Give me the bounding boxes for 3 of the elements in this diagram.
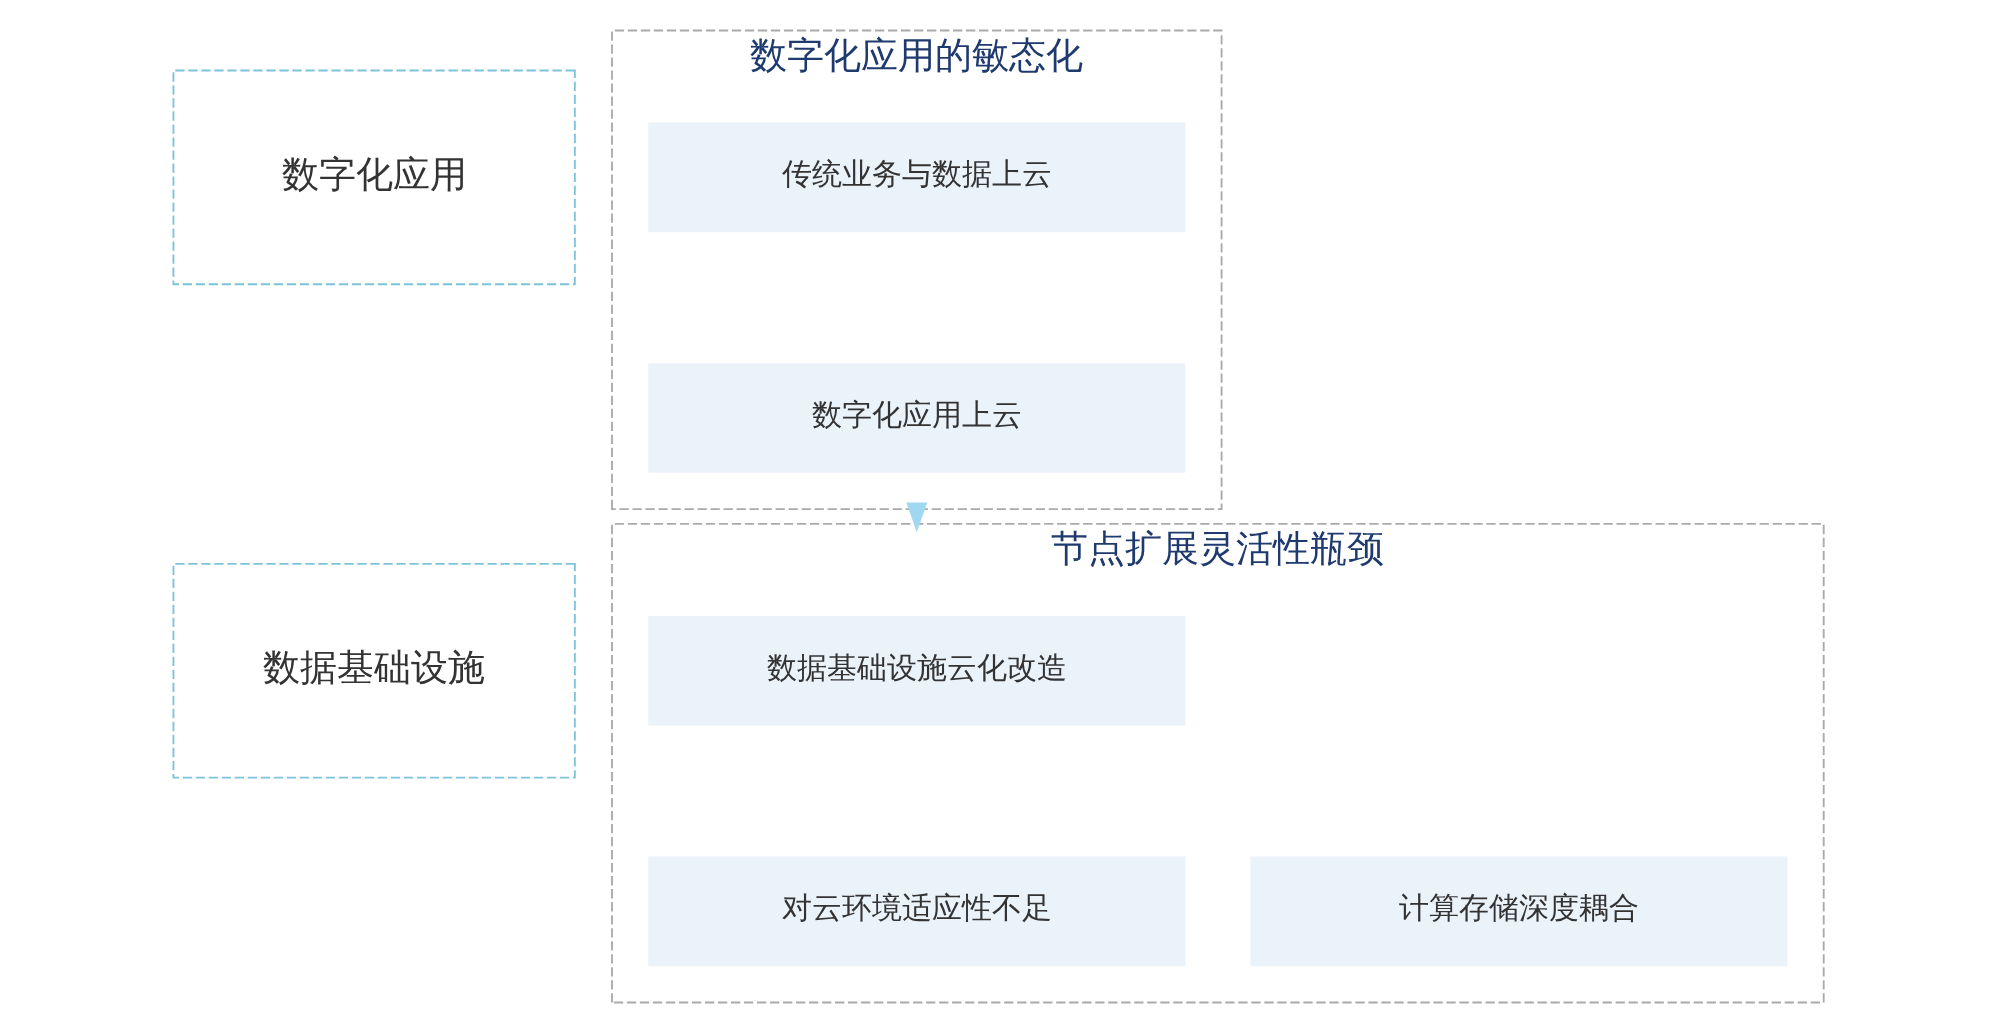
node-box: 数字化应用 xyxy=(172,69,576,286)
arrow xyxy=(905,502,927,533)
node-box: 数据基础设施 xyxy=(172,562,576,779)
